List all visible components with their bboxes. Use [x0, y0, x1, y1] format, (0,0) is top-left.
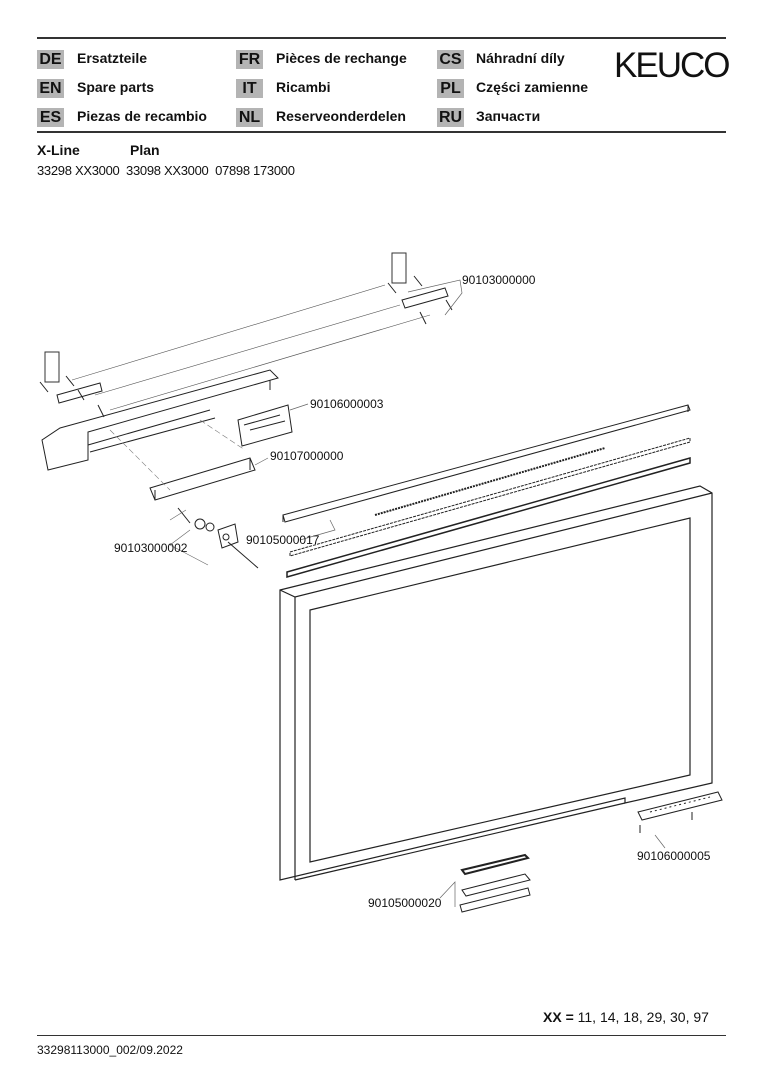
lang-code: CS: [437, 50, 464, 69]
keuco-logo: KEUCO: [614, 46, 730, 85]
lang-label: Spare parts: [77, 79, 155, 95]
lang-label: Запчасти: [476, 108, 541, 124]
lang-code: IT: [236, 79, 263, 98]
lang-label: Ricambi: [276, 79, 331, 95]
variant-key: XX =: [543, 1009, 574, 1025]
lang-code: EN: [37, 79, 64, 98]
part-number-label: 90103000000: [462, 273, 536, 287]
lang-label: Piezas de recambio: [77, 108, 207, 124]
series-xline: X-Line: [37, 142, 80, 158]
document-id: 33298113000_002/09.2022: [37, 1043, 183, 1057]
lang-label: Ersatzteile: [77, 50, 148, 66]
lang-label: Reserveonderdelen: [276, 108, 406, 124]
driver-unit: [237, 404, 293, 447]
lang-code: RU: [437, 108, 464, 127]
led-strip: [289, 437, 691, 557]
part-number-label: 90106000003: [310, 397, 384, 411]
top-rule: [37, 37, 726, 39]
lang-code: DE: [37, 50, 64, 69]
header-rule: [37, 131, 726, 133]
footer-rule: [37, 1035, 726, 1036]
part-number-label: 90107000000: [270, 449, 344, 463]
lang-label: Náhradní díly: [476, 50, 565, 66]
power-supply: [149, 457, 256, 501]
part-number-label: 90106000005: [637, 849, 711, 863]
mounting-rail: [41, 369, 279, 471]
sensor-bar: [637, 791, 723, 833]
lang-label: Pièces de rechange: [276, 50, 407, 66]
part-number-label: 90105000017: [246, 533, 320, 547]
mirror-cabinet-frame: [279, 485, 713, 881]
lang-code: NL: [236, 108, 263, 127]
article-numbers: 33298 XX3000 33098 XX3000 07898 173000: [37, 163, 295, 178]
wall-bracket-left: [39, 351, 105, 418]
variant-legend: XX = 11, 14, 18, 29, 30, 97: [543, 1009, 709, 1025]
lang-label: Części zamienne: [476, 79, 589, 95]
diffuser-strip: [286, 457, 691, 578]
glass-shelf-holders: [439, 853, 531, 913]
lang-code: FR: [236, 50, 263, 69]
wall-bracket-right: [387, 252, 453, 325]
series-plan: Plan: [130, 142, 160, 158]
part-number-label: 90105000020: [368, 896, 442, 910]
lang-code: ES: [37, 108, 64, 127]
lang-code: PL: [437, 79, 464, 98]
light-profile: [282, 404, 691, 523]
wall-fixing-set: [169, 507, 259, 569]
part-number-label: 90103000002: [114, 541, 188, 555]
variant-values: 11, 14, 18, 29, 30, 97: [577, 1009, 709, 1025]
